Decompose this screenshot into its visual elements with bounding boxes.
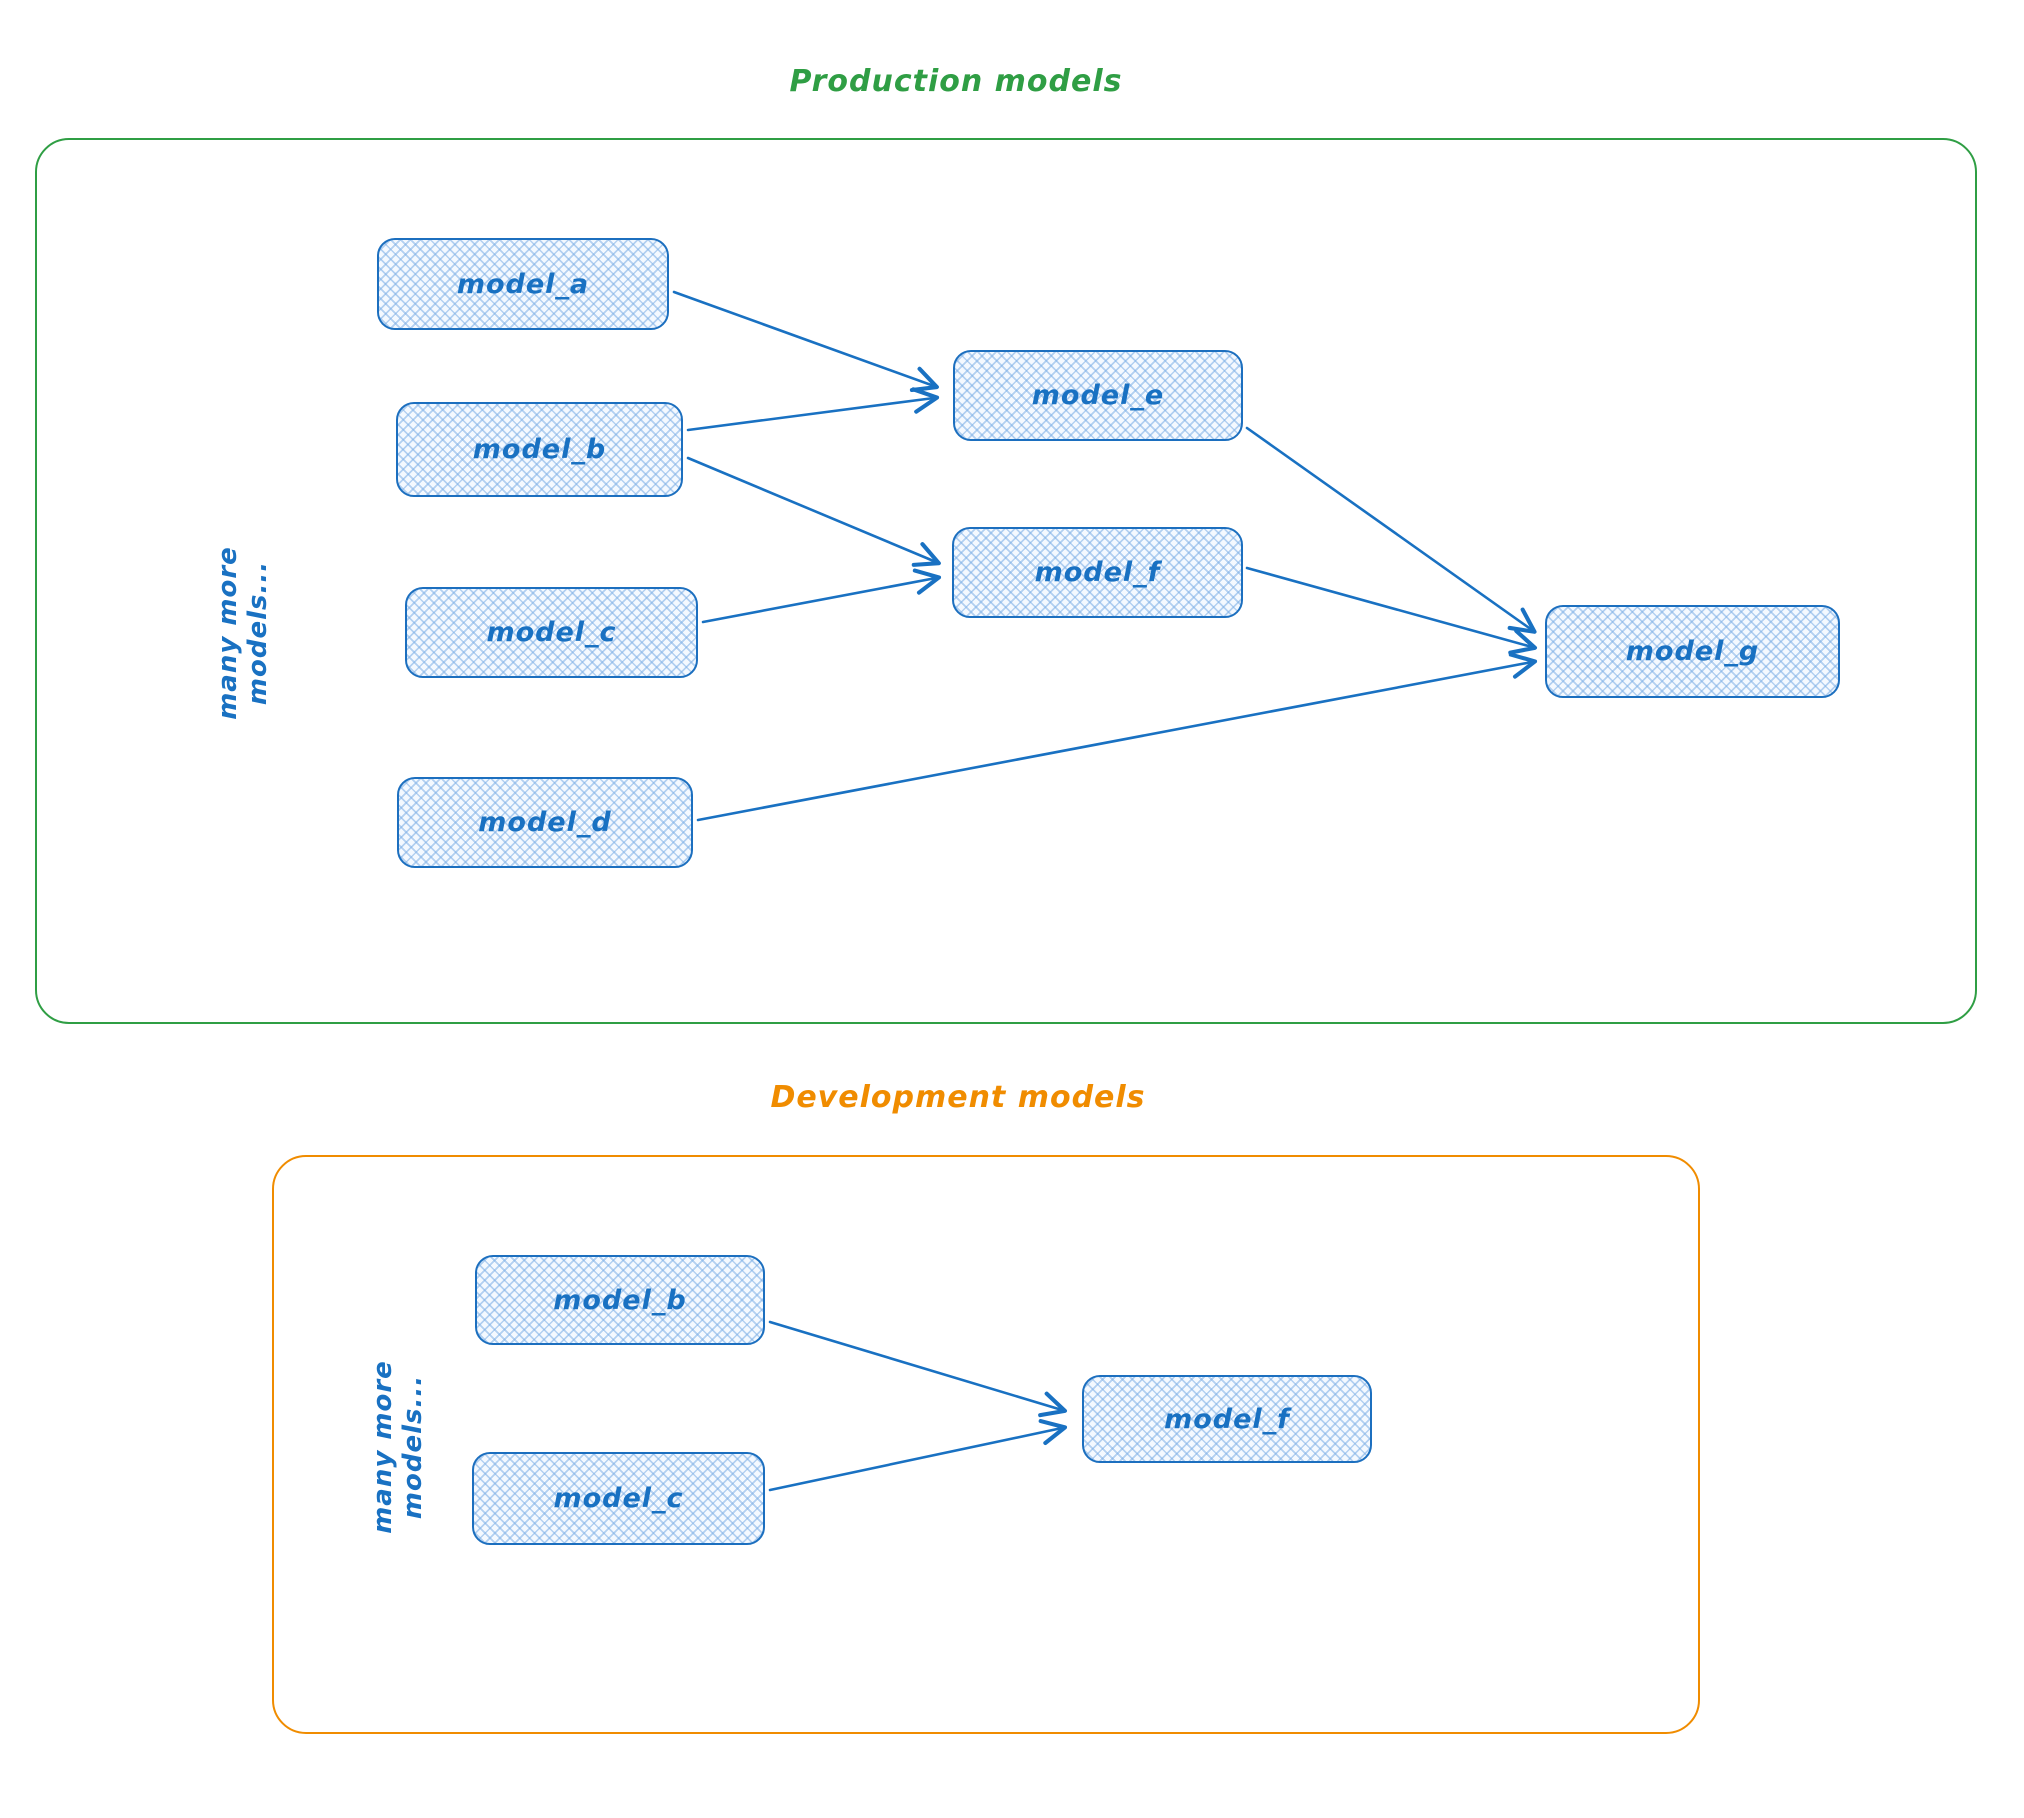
node-model-e: model_e bbox=[953, 350, 1243, 441]
node-model-b: model_b bbox=[396, 402, 683, 497]
development-section-title: Development models bbox=[770, 1080, 1146, 1115]
node-model-g: model_g bbox=[1545, 605, 1840, 698]
node-dev-model-c: model_c bbox=[472, 1452, 765, 1545]
development-side-label: many more models... bbox=[368, 1360, 428, 1534]
node-dev-model-f-label: model_f bbox=[1164, 1403, 1290, 1435]
node-dev-model-b: model_b bbox=[475, 1255, 765, 1345]
node-model-d: model_d bbox=[397, 777, 693, 868]
node-model-c: model_c bbox=[405, 587, 698, 678]
node-dev-model-c-label: model_c bbox=[553, 1483, 684, 1514]
node-model-g-label: model_g bbox=[1625, 636, 1760, 667]
node-model-b-label: model_b bbox=[472, 434, 607, 465]
node-model-f: model_f bbox=[952, 527, 1243, 618]
production-side-label: many more models... bbox=[213, 546, 273, 720]
node-model-e-label: model_e bbox=[1031, 380, 1165, 411]
node-dev-model-b-label: model_b bbox=[553, 1284, 687, 1316]
development-container-frame bbox=[272, 1155, 1700, 1734]
node-model-d-label: model_d bbox=[478, 807, 612, 838]
node-model-f-label: model_f bbox=[1034, 557, 1161, 588]
production-section-title: Production models bbox=[789, 64, 1123, 99]
production-container-frame bbox=[35, 138, 1977, 1024]
node-dev-model-f: model_f bbox=[1082, 1375, 1372, 1463]
node-model-a: model_a bbox=[377, 238, 669, 330]
node-model-c-label: model_c bbox=[486, 617, 617, 648]
node-model-a-label: model_a bbox=[456, 268, 590, 300]
